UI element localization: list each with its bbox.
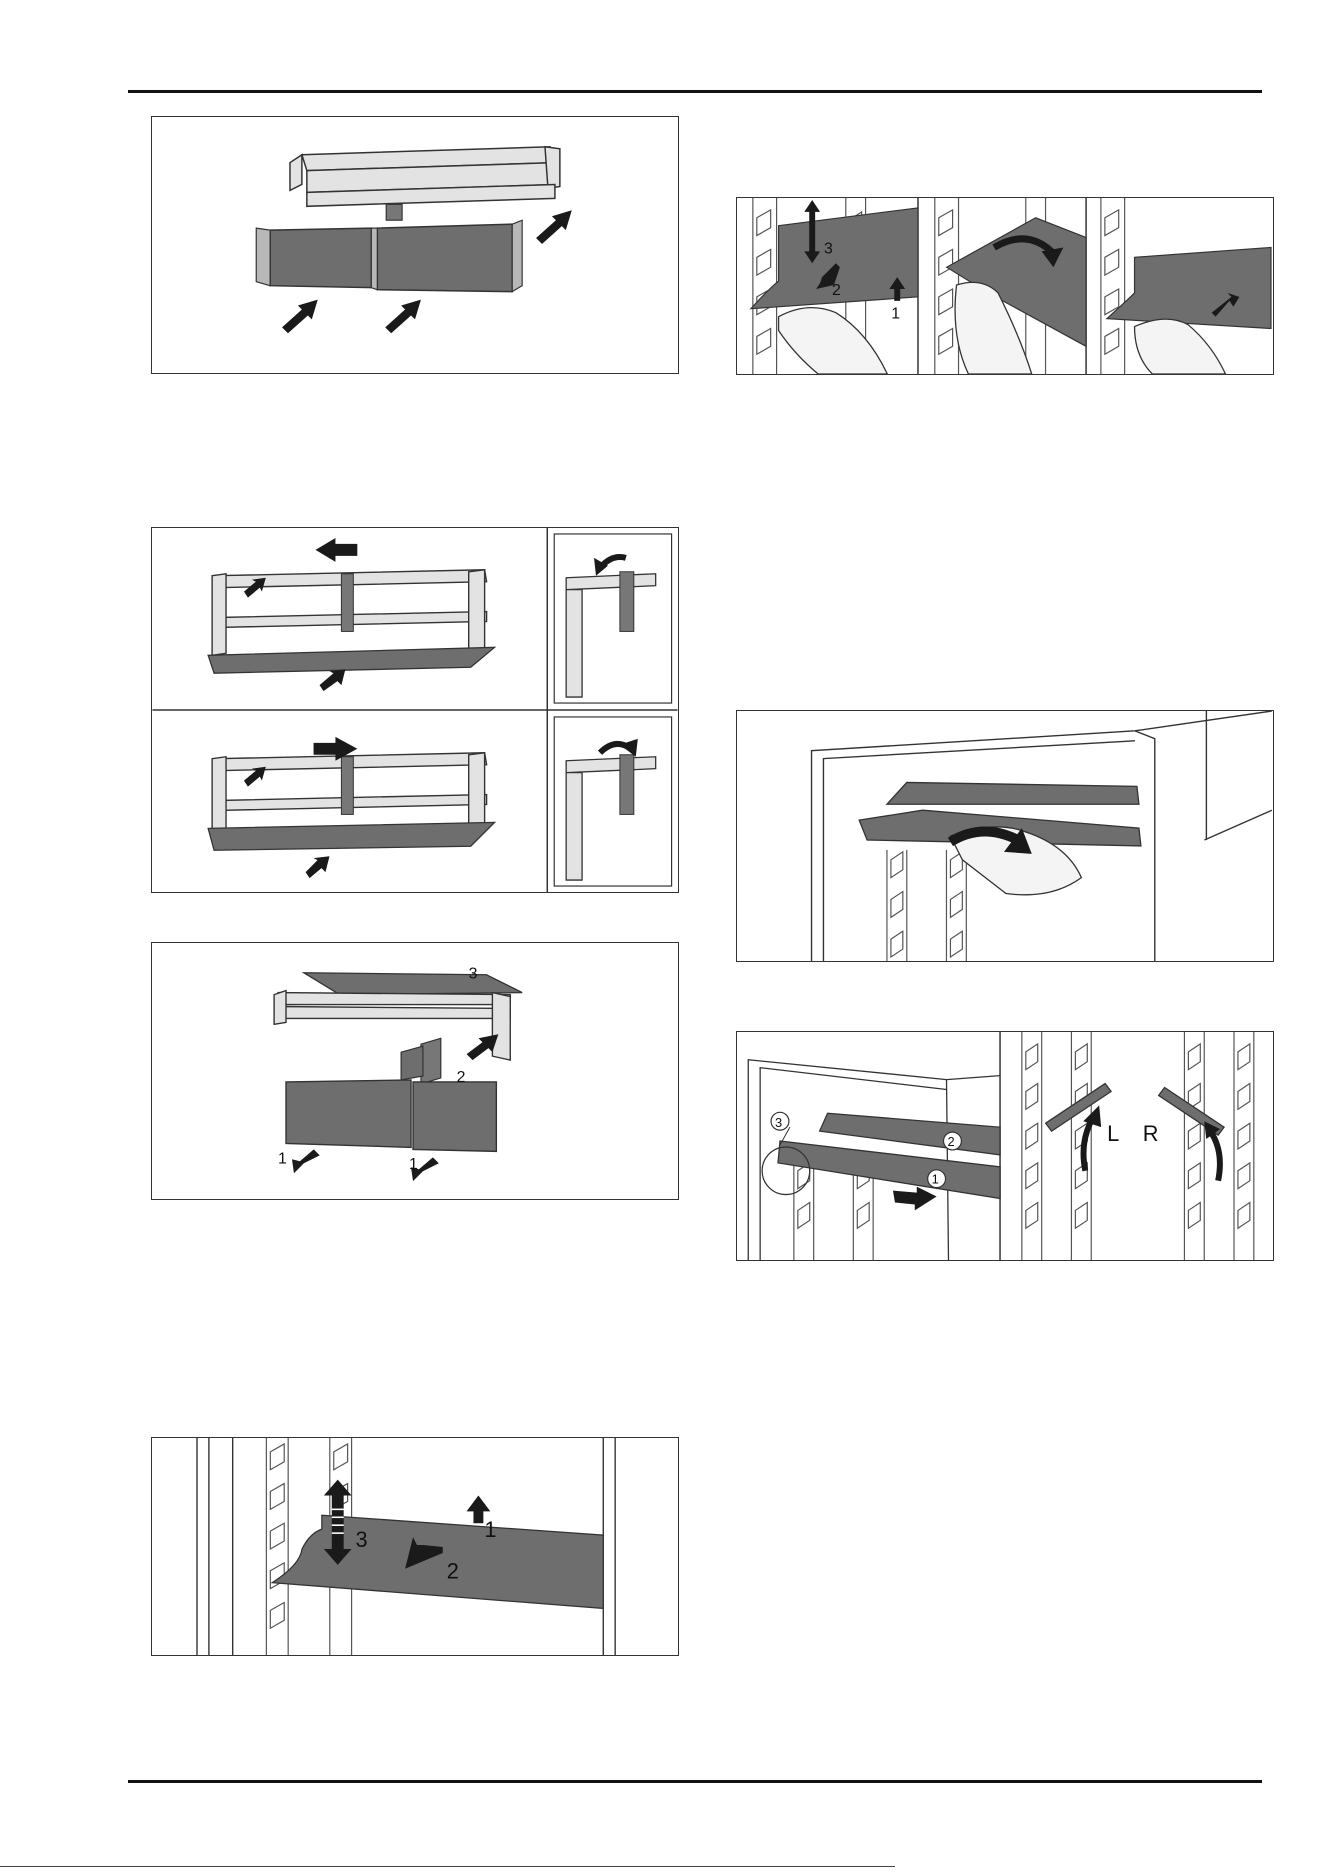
figure-glass-shelf-remove: 3 1 2 [151,1437,679,1656]
shelf-remove-hands-illustration: 3 2 1 [737,198,1273,374]
figure-shelf-remove-hands: 3 2 1 [736,197,1274,375]
callout-1-left: 1 [278,1150,287,1167]
label-right: R [1143,1121,1159,1146]
callout-3: 3 [824,240,833,257]
callout-2: 2 [447,1559,459,1584]
top-rule [128,90,1262,93]
callout-3: 3 [775,1115,782,1130]
drawer-install-illustration [152,117,678,373]
figure-rail-adjust [151,527,679,893]
bottom-rule [128,1780,1262,1783]
figure-drawer-install [151,116,679,374]
callout-2: 2 [457,1069,466,1086]
callout-3: 3 [356,1527,368,1552]
rail-adjust-illustration [152,528,678,892]
label-left: L [1107,1121,1119,1146]
figure-drawer-exploded: 3 2 1 1 [151,942,679,1200]
figure-shelf-supports: 3 2 1 L R [736,1031,1274,1261]
drawer-exploded-illustration: 3 2 1 1 [152,943,678,1199]
callout-1-right: 1 [409,1156,418,1173]
glass-shelf-insert-illustration [737,711,1273,961]
callout-1: 1 [484,1517,496,1542]
callout-1: 1 [932,1172,939,1187]
callout-2: 2 [948,1134,955,1149]
shelf-supports-illustration: 3 2 1 L R [737,1032,1273,1260]
callout-3: 3 [469,966,478,983]
glass-shelf-remove-illustration: 3 1 2 [152,1438,678,1655]
figure-glass-shelf-insert [736,710,1274,962]
arrow-icon [893,1187,937,1211]
callout-1: 1 [891,306,900,323]
callout-2: 2 [832,282,841,299]
page-edge-line [0,1866,895,1867]
